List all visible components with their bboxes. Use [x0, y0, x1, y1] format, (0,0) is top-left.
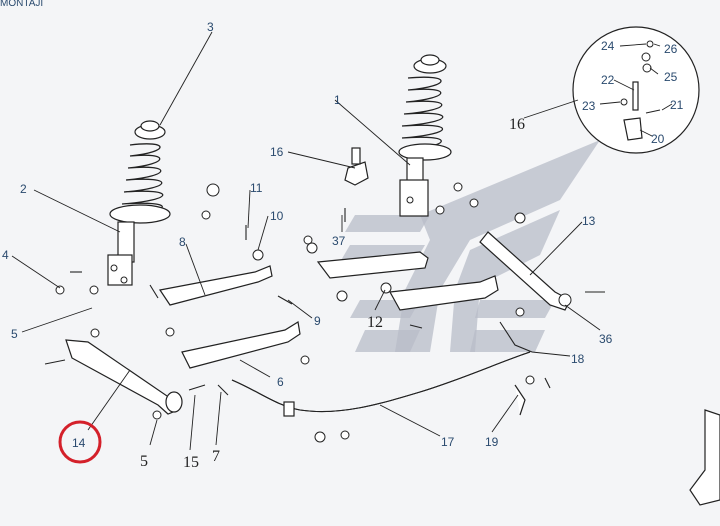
trailing-arm-13	[479, 231, 571, 311]
right-coil-spring	[398, 54, 452, 161]
callout-8: 8	[179, 235, 186, 249]
hand-label-7: 7	[212, 448, 220, 465]
edge-partial-part	[689, 409, 720, 506]
callout-24: 24	[601, 39, 615, 53]
hand-label-16: 16	[509, 116, 525, 133]
callout-19: 19	[485, 435, 499, 449]
left-coil-spring	[109, 120, 171, 224]
trailing-arm-14	[65, 339, 183, 415]
detail-inset-circle	[572, 26, 700, 154]
callout-2: 2	[20, 182, 27, 196]
callout-11: 11	[250, 181, 263, 195]
control-arm-8	[158, 265, 273, 306]
callout-18: 18	[571, 352, 585, 366]
callout-17: 17	[441, 435, 455, 449]
control-arm-6	[181, 321, 301, 369]
bracket-16	[344, 147, 369, 186]
right-shock-absorber	[399, 157, 429, 217]
callout-9: 9	[314, 314, 321, 328]
handwritten-labels: 5 7 12 15 16	[140, 116, 525, 471]
callout-37: 37	[332, 234, 346, 248]
callout-1: 1	[334, 93, 341, 107]
arm-lower-right	[389, 275, 499, 311]
callout-5: 5	[11, 327, 18, 341]
callout-21: 21	[670, 98, 684, 112]
fasteners	[44, 182, 605, 443]
watermark-logo	[340, 140, 600, 352]
leader-lines	[11, 31, 601, 451]
callout-3: 3	[207, 20, 214, 34]
hand-label-12: 12	[367, 314, 383, 331]
callout-labels: 1 2 3 4 5 6 8 9 10 11 13 14 16 17 18 19 …	[2, 20, 684, 450]
callout-6: 6	[277, 375, 284, 389]
callout-16: 16	[270, 145, 284, 159]
callout-4: 4	[2, 248, 9, 262]
callout-36: 36	[599, 332, 613, 346]
callout-20: 20	[651, 132, 665, 146]
stabilizer-bar-17	[231, 321, 533, 417]
callout-13: 13	[582, 214, 596, 228]
hand-label-5: 5	[140, 453, 148, 470]
highlight-circle-14	[58, 420, 102, 464]
callout-10: 10	[270, 209, 284, 223]
callout-22: 22	[601, 73, 615, 87]
hand-label-15: 15	[183, 454, 199, 471]
diagram-title: MONTAJI	[0, 0, 43, 9]
callout-23: 23	[582, 99, 596, 113]
left-shock-absorber	[107, 221, 135, 286]
arm-upper-right	[316, 251, 429, 279]
callout-25: 25	[664, 70, 678, 84]
callout-14: 14	[72, 436, 86, 450]
callout-26: 26	[664, 42, 678, 56]
